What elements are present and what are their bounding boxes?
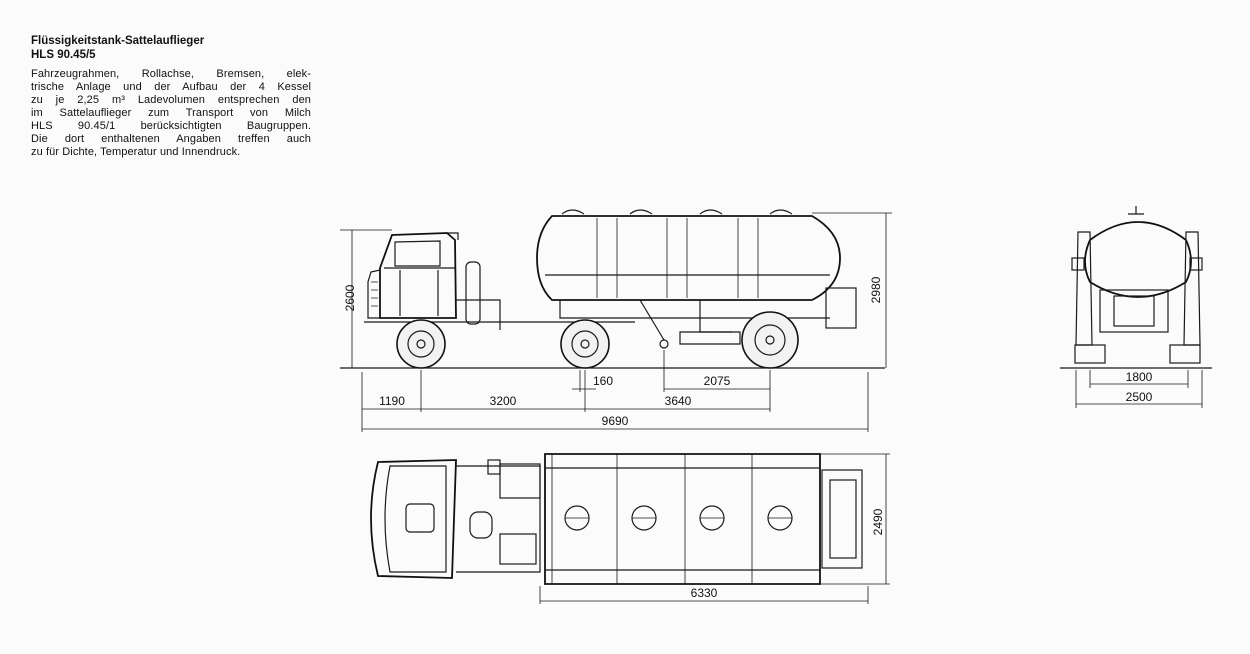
description-line: Die dort enthaltenen Angaben treffen auc…	[31, 133, 311, 145]
document-title: Flüssigkeitstank-Sattelauflieger	[31, 35, 205, 47]
wheel-trailer	[741, 311, 799, 369]
tank-body-side	[536, 209, 857, 349]
dim-kingpin-axle: 3640	[665, 394, 692, 408]
tractor-cab	[364, 232, 635, 330]
dim-rear-width: 2500	[1126, 390, 1153, 404]
description-line: trische Anlage und der Aufbau der 4 Kess…	[31, 81, 311, 93]
description-line: Fahrzeugrahmen, Rollachse, Bremsen, elek…	[31, 68, 311, 80]
dim-axle-spread: 2075	[704, 374, 731, 388]
description: Fahrzeugrahmen, Rollachse, Bremsen, elek…	[31, 68, 311, 159]
dim-total-height: 2980	[869, 276, 883, 303]
text-block: Flüssigkeitstank-Sattelauflieger HLS 90.…	[31, 34, 311, 159]
dim-rear-track: 1800	[1126, 370, 1153, 384]
dim-wheelbase: 3200	[490, 394, 517, 408]
top-view: 2490 6330	[370, 453, 890, 604]
dim-top-width: 2490	[871, 508, 885, 535]
dim-fifth-wheel: 160	[593, 374, 613, 388]
dim-tank-length: 6330	[691, 586, 718, 600]
model-number: HLS 90.45/5	[31, 49, 96, 61]
wheel-drive	[560, 319, 610, 369]
description-line: zu für Dichte, Temperatur und Innendruck…	[31, 146, 241, 158]
description-line: im Sattelauflieger zum Transport von Mil…	[31, 107, 311, 119]
rear-view: 1800 2500	[1060, 206, 1212, 408]
description-line: zu je 2,25 m³ Ladevolumen entsprechen de…	[31, 94, 311, 106]
description-line: HLS 90.45/1 berücksichtigten Baugruppen.	[31, 120, 311, 132]
side-view: 2600 2980 160 2075 1190 3200 3640 9690	[340, 209, 892, 432]
dim-front-overhang: 1190	[379, 394, 405, 408]
dim-overall-length: 9690	[602, 414, 629, 428]
wheel-front	[396, 319, 446, 369]
dim-cab-height: 2600	[343, 284, 357, 311]
